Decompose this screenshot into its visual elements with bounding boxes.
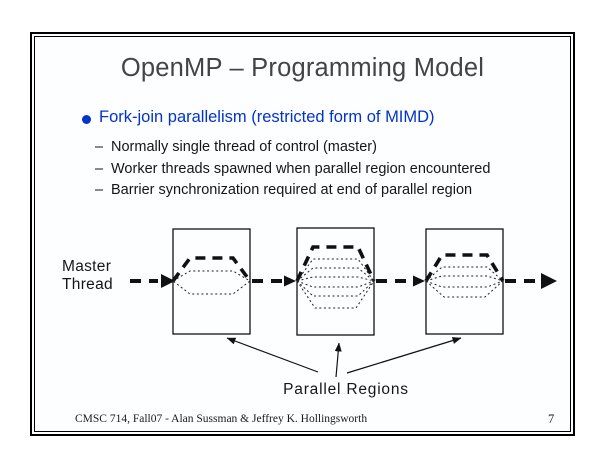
dash-bullet-icon: – — [95, 182, 104, 198]
parallel-region-box-2 — [296, 227, 375, 336]
master-fork-path — [171, 256, 252, 283]
bullet-main: Fork-join parallelism (restricted form o… — [82, 108, 435, 127]
page-number: 7 — [548, 412, 555, 426]
sub-bullet-1-label: Normally single thread of control (maste… — [111, 139, 377, 155]
slide-inner-border — [34, 36, 571, 432]
parallel-regions-label: Parallel Regions — [283, 381, 409, 398]
sub-bullet-2-label: Worker threads spawned when parallel reg… — [111, 160, 491, 177]
worker-thread-path — [172, 270, 251, 295]
sub-bullet-3: – Barrier synchronization required at en… — [95, 182, 472, 198]
region-2-threads — [295, 245, 376, 309]
sub-bullet-2: – Worker threads spawned when parallel r… — [95, 161, 490, 177]
region-callout-arrows — [226, 337, 462, 378]
slide-title: OpenMP – Programming Model — [120, 54, 485, 82]
master-thread-label: Master Thread — [62, 258, 113, 293]
slide-border — [30, 32, 575, 436]
bullet-dot-icon — [82, 115, 91, 124]
sub-bullet-1: – Normally single thread of control (mas… — [95, 139, 377, 155]
master-thread-arrowheads — [161, 273, 557, 289]
parallel-region-box-1 — [172, 228, 251, 335]
master-fork-path — [424, 253, 505, 282]
dash-bullet-icon: – — [95, 160, 104, 177]
footer-course-text: CMSC 714, Fall07 - Alan Sussman & Jeffre… — [75, 413, 368, 425]
parallel-region-box-3 — [425, 228, 504, 335]
bullet-main-label: Fork-join parallelism (restricted form o… — [99, 108, 435, 126]
dash-bullet-icon: – — [95, 139, 104, 155]
master-fork-path — [295, 245, 376, 282]
region-3-threads — [424, 253, 505, 298]
region-1-threads — [171, 256, 252, 295]
worker-thread-paths — [425, 266, 504, 298]
worker-thread-paths — [296, 258, 375, 309]
sub-bullet-3-label: Barrier synchronization required at end … — [111, 182, 473, 198]
